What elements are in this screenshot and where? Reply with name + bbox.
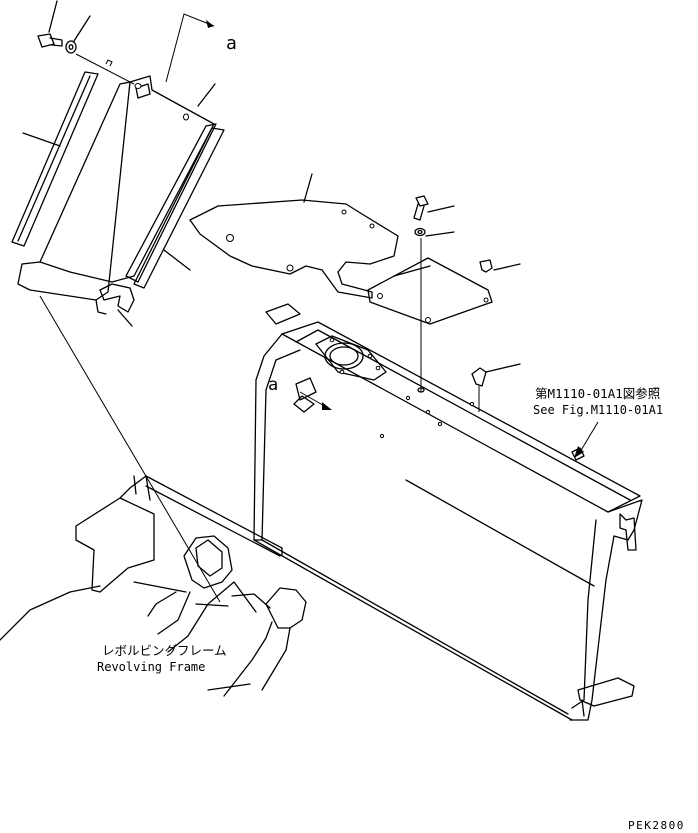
reference-en: See Fig.M1110-01A1 bbox=[533, 403, 663, 417]
revolving-frame bbox=[0, 475, 307, 697]
reference-jp: 第M1110-01A1図参照 bbox=[535, 386, 660, 401]
view-marker-mid: a bbox=[268, 375, 278, 395]
frame-label-en: Revolving Frame bbox=[97, 660, 205, 674]
main-housing bbox=[253, 303, 643, 721]
plug-part bbox=[479, 259, 521, 273]
bolt-part-center bbox=[413, 195, 455, 393]
cover-plate-large bbox=[189, 173, 399, 299]
bolt-part-left bbox=[37, 0, 63, 48]
side-cover-assembly bbox=[11, 0, 225, 327]
frame-label-jp: レボルビングフレーム bbox=[102, 643, 227, 658]
drawing-code: PEK2800 bbox=[628, 819, 685, 832]
seal-strip-right bbox=[125, 123, 225, 289]
washer-part-left bbox=[65, 15, 91, 54]
cover-plate-small bbox=[367, 257, 493, 325]
seal-strip-left bbox=[11, 71, 99, 247]
rivet-part bbox=[471, 363, 521, 412]
cover-panel bbox=[17, 75, 216, 327]
view-marker-top: a bbox=[226, 33, 237, 54]
